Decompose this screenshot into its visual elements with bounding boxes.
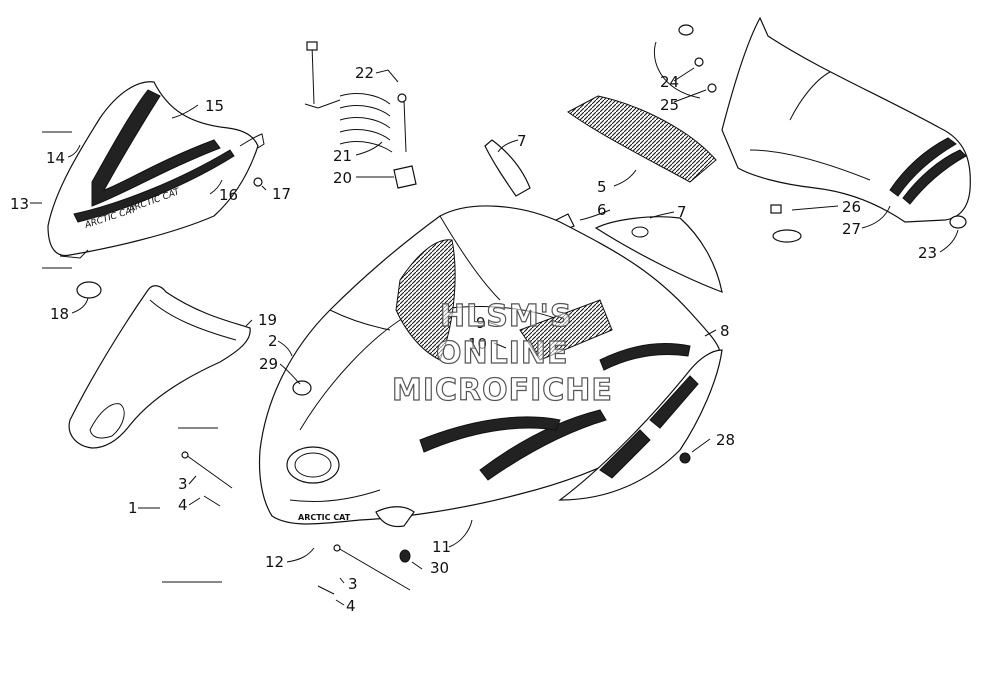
inner-liner bbox=[68, 285, 251, 449]
callout-25: 25 bbox=[660, 96, 679, 114]
callout-29: 29 bbox=[259, 355, 278, 373]
callout-13: 13 bbox=[10, 195, 29, 213]
callout-20: 20 bbox=[333, 169, 352, 187]
callout-16: 16 bbox=[219, 186, 238, 204]
callout-3: 3 bbox=[348, 575, 358, 593]
grommet bbox=[76, 281, 102, 299]
callout-labels: 1 2 3 4 3 4 5 6 7 7 8 9 10 11 12 13 14 1… bbox=[10, 64, 937, 615]
callout-12: 12 bbox=[265, 553, 284, 571]
callout-17: 17 bbox=[272, 185, 291, 203]
windshield-fasteners bbox=[678, 24, 967, 243]
callout-9: 9 bbox=[476, 314, 486, 332]
callout-30: 30 bbox=[430, 559, 449, 577]
leader-lines bbox=[30, 41, 959, 606]
callout-4: 4 bbox=[178, 496, 188, 514]
svg-text:ARCTIC CAT: ARCTIC CAT bbox=[298, 513, 351, 522]
callout-3: 3 bbox=[178, 475, 188, 493]
callout-15: 15 bbox=[205, 97, 224, 115]
callout-6: 6 bbox=[597, 201, 607, 219]
callout-7: 7 bbox=[677, 203, 687, 221]
callout-10: 10 bbox=[468, 335, 487, 353]
callout-21: 21 bbox=[333, 147, 352, 165]
separators bbox=[42, 131, 222, 583]
front-nose-panel: ARCTIC CAT ARCTIC CAT bbox=[47, 81, 265, 259]
callout-8: 8 bbox=[720, 322, 730, 340]
callout-1: 1 bbox=[128, 499, 138, 517]
callout-19: 19 bbox=[258, 311, 277, 329]
callout-18: 18 bbox=[50, 305, 69, 323]
callout-27: 27 bbox=[842, 220, 861, 238]
callout-22: 22 bbox=[355, 64, 374, 82]
callout-7: 7 bbox=[517, 132, 527, 150]
callout-2: 2 bbox=[268, 332, 278, 350]
vent-grille bbox=[567, 95, 717, 183]
callout-28: 28 bbox=[716, 431, 735, 449]
watermark-line-3: MICROFICHE bbox=[392, 373, 613, 408]
windshield bbox=[721, 16, 971, 223]
watermark-line-1: HLSM'S bbox=[440, 299, 572, 334]
callout-14: 14 bbox=[46, 149, 65, 167]
callout-4: 4 bbox=[346, 597, 356, 615]
callout-26: 26 bbox=[842, 198, 861, 216]
spring-assembly bbox=[304, 41, 417, 189]
side-panel bbox=[558, 349, 723, 501]
watermark-line-2: ONLINE bbox=[436, 336, 569, 371]
hardware bbox=[181, 451, 691, 595]
main-hood: ARCTIC CAT bbox=[258, 205, 721, 528]
callout-5: 5 bbox=[597, 178, 607, 196]
callout-11: 11 bbox=[432, 538, 451, 556]
watermark: HLSM'S ONLINE MICROFICHE bbox=[391, 298, 613, 408]
callout-23: 23 bbox=[918, 244, 937, 262]
callout-24: 24 bbox=[660, 73, 679, 91]
